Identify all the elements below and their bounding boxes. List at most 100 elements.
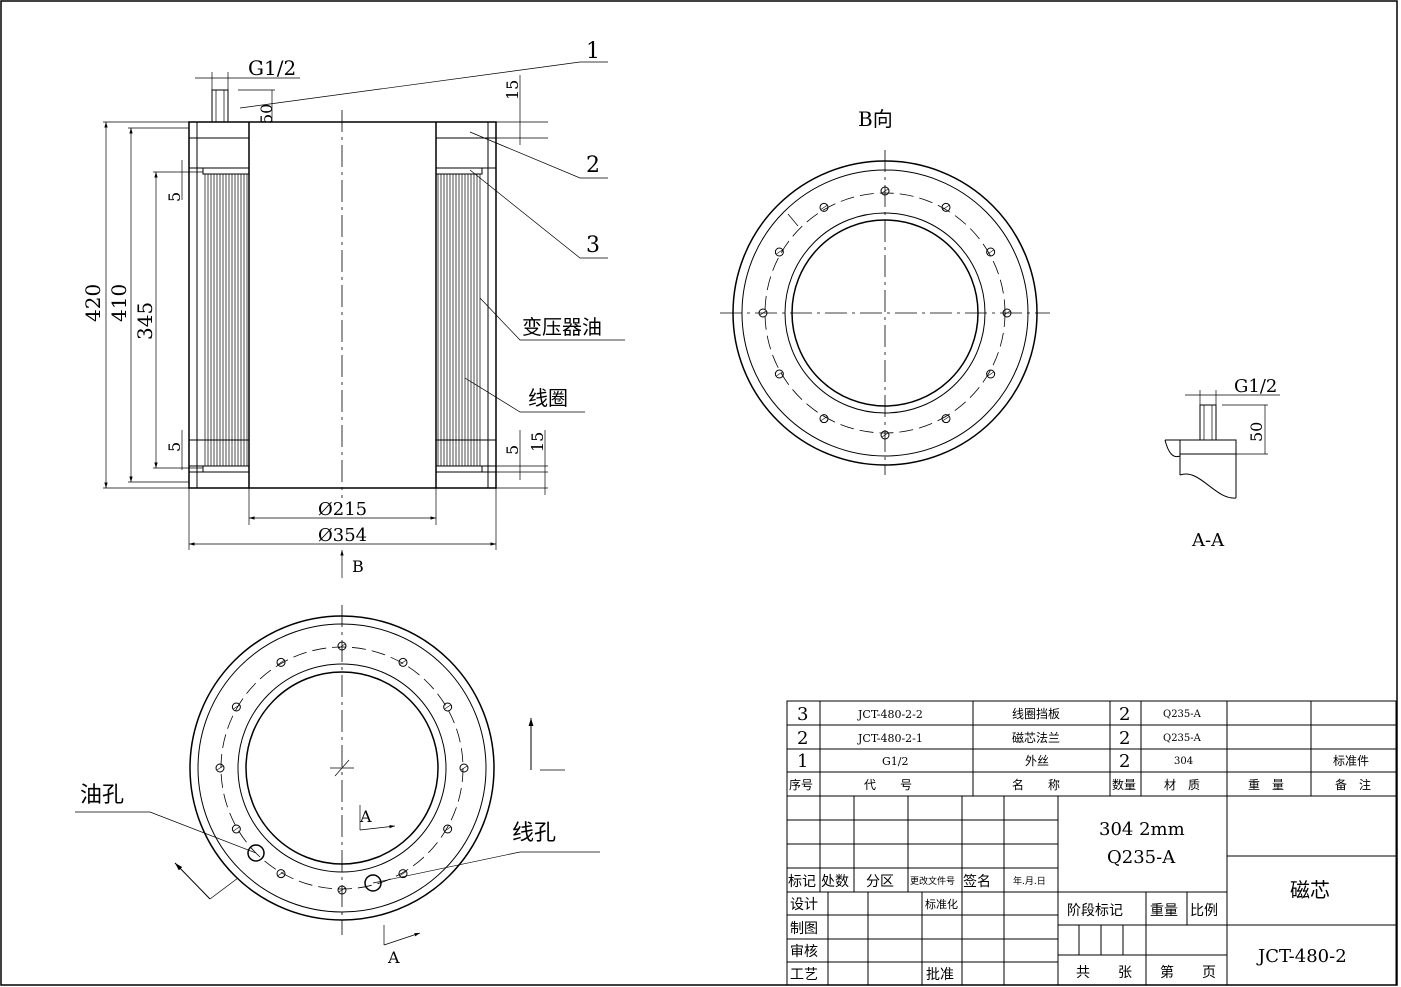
section-mark-top: A	[359, 807, 372, 826]
part-qty: 2	[1119, 751, 1130, 772]
bolt-hole	[398, 657, 408, 667]
bolt-hole	[337, 641, 347, 651]
part-code: G1/2	[882, 755, 909, 768]
sheet-total: 共 张	[1076, 965, 1132, 981]
parts-row: 3 JCT-480-2-2 线圈挡板 2 Q235-A	[797, 704, 1202, 725]
bolt-hole	[276, 657, 286, 667]
revision-block: 标记 处数 分区 更改文件号 签名 年.月.日 设计 标准化 制图 审核 工艺 …	[788, 873, 1046, 983]
part-qty: 2	[1119, 728, 1130, 749]
dim-flange-bottom-thk: 15	[528, 432, 547, 452]
part-no: 3	[797, 704, 808, 725]
view-arrow-b: B	[352, 557, 364, 576]
part-name: 磁芯法兰	[1012, 730, 1060, 745]
part-name: 外丝	[1025, 754, 1049, 768]
header-weight: 重 量	[1248, 778, 1284, 792]
rev-zone: 分区	[866, 874, 894, 890]
bolt-hole	[337, 885, 347, 895]
role-check: 审核	[790, 944, 818, 960]
role-approve: 批准	[926, 967, 954, 983]
title-block-info: 304 2mm Q235-A 阶段标记 重量 比例 共 张 第 页 磁芯 JCT…	[1067, 819, 1347, 981]
rev-count: 处数	[821, 874, 849, 890]
dim-flange-height: 410	[107, 284, 131, 322]
rev-date: 年.月.日	[1013, 875, 1046, 887]
bolt-hole	[941, 202, 951, 212]
header-no: 序号	[789, 777, 813, 792]
header-name: 名 称	[1012, 777, 1060, 792]
bolt-hole	[443, 702, 453, 712]
parts-row: 2 JCT-480-2-1 磁芯法兰 2 Q235-A	[797, 728, 1202, 749]
bolt-hole	[231, 702, 241, 712]
front-section-view	[103, 61, 625, 578]
label-wire-hole: 线孔	[512, 821, 556, 846]
stage-weight: 重量	[1150, 903, 1178, 919]
role-std: 标准化	[925, 897, 958, 911]
bolt-hole	[758, 308, 768, 318]
stage-scale: 比例	[1190, 903, 1218, 919]
bolt-hole	[986, 369, 996, 379]
aa-thread: G1/2	[1234, 376, 1277, 397]
drawing-number: JCT-480-2	[1256, 946, 1347, 967]
dim-flange-top-thk: 15	[503, 80, 522, 100]
dim-outer-dia: Ø354	[318, 525, 367, 546]
bolt-hole	[880, 186, 890, 196]
bolt-hole	[459, 763, 469, 773]
label-transformer-oil: 变压器油	[522, 315, 602, 339]
parts-list: 3 JCT-480-2-2 线圈挡板 2 Q235-A 2 JCT-480-2-…	[789, 704, 1371, 792]
title-block	[786, 700, 1397, 986]
oil-hole	[247, 844, 265, 862]
front-view-labels: 420 410 345 5 5 G1/2 50 15 5 15 Ø215 Ø35…	[81, 39, 602, 576]
header-material: 材 质	[1164, 778, 1200, 792]
dim-coil-height: 345	[133, 302, 157, 340]
part-material: Q235-A	[1163, 733, 1202, 744]
bolt-hole	[880, 430, 890, 440]
part-name: 线圈挡板	[1012, 707, 1060, 721]
bolt-hole	[774, 369, 784, 379]
bolt-hole	[774, 247, 784, 257]
header-code: 代 号	[864, 778, 912, 792]
role-design: 设计	[790, 897, 818, 913]
part-title: 磁芯	[1290, 878, 1330, 902]
bolt-hole	[443, 824, 453, 834]
aa-title: A-A	[1191, 530, 1225, 551]
label-coil: 线圈	[528, 386, 568, 410]
role-draw: 制图	[790, 921, 818, 937]
dim-gap-bottom-right: 5	[503, 445, 522, 455]
material-line-1: 304 2mm	[1099, 819, 1185, 840]
wire-hole	[364, 874, 382, 892]
parts-header: 序号 代 号 名 称 数量 材 质 重 量 备 注	[789, 777, 1371, 792]
balloon-2: 2	[586, 153, 600, 178]
b-view-title: B向	[858, 107, 893, 131]
dim-port-thread: G1/2	[248, 56, 296, 80]
section-mark-bottom: A	[387, 948, 400, 967]
rev-sign: 签名	[963, 873, 991, 890]
balloon-1: 1	[586, 39, 600, 64]
part-qty: 2	[1119, 704, 1130, 725]
header-remark: 备 注	[1335, 777, 1371, 792]
bolt-hole	[1002, 308, 1012, 318]
material-line-2: Q235-A	[1107, 847, 1176, 868]
section-aa	[1164, 390, 1280, 499]
sheet-page: 第 页	[1160, 964, 1216, 981]
label-oil-hole: 油孔	[80, 783, 124, 808]
role-process: 工艺	[790, 967, 818, 983]
dim-port-height: 50	[257, 104, 276, 124]
part-material: 304	[1174, 756, 1193, 767]
part-code: JCT-480-2-1	[857, 732, 923, 745]
bolt-hole	[398, 869, 408, 879]
dim-gap-top: 5	[165, 192, 184, 202]
stage-mark: 阶段标记	[1067, 903, 1123, 919]
part-no: 1	[797, 751, 808, 772]
header-qty: 数量	[1112, 777, 1136, 792]
part-no: 2	[797, 728, 808, 749]
bottom-view	[75, 605, 600, 946]
rev-docno: 更改文件号	[910, 875, 955, 887]
bolt-hole	[986, 247, 996, 257]
bolt-hole	[819, 202, 829, 212]
bolt-hole	[231, 824, 241, 834]
bolt-hole	[941, 414, 951, 424]
dim-inner-dia: Ø215	[318, 499, 367, 520]
dim-gap-bottom: 5	[165, 442, 184, 452]
bolt-hole	[819, 414, 829, 424]
